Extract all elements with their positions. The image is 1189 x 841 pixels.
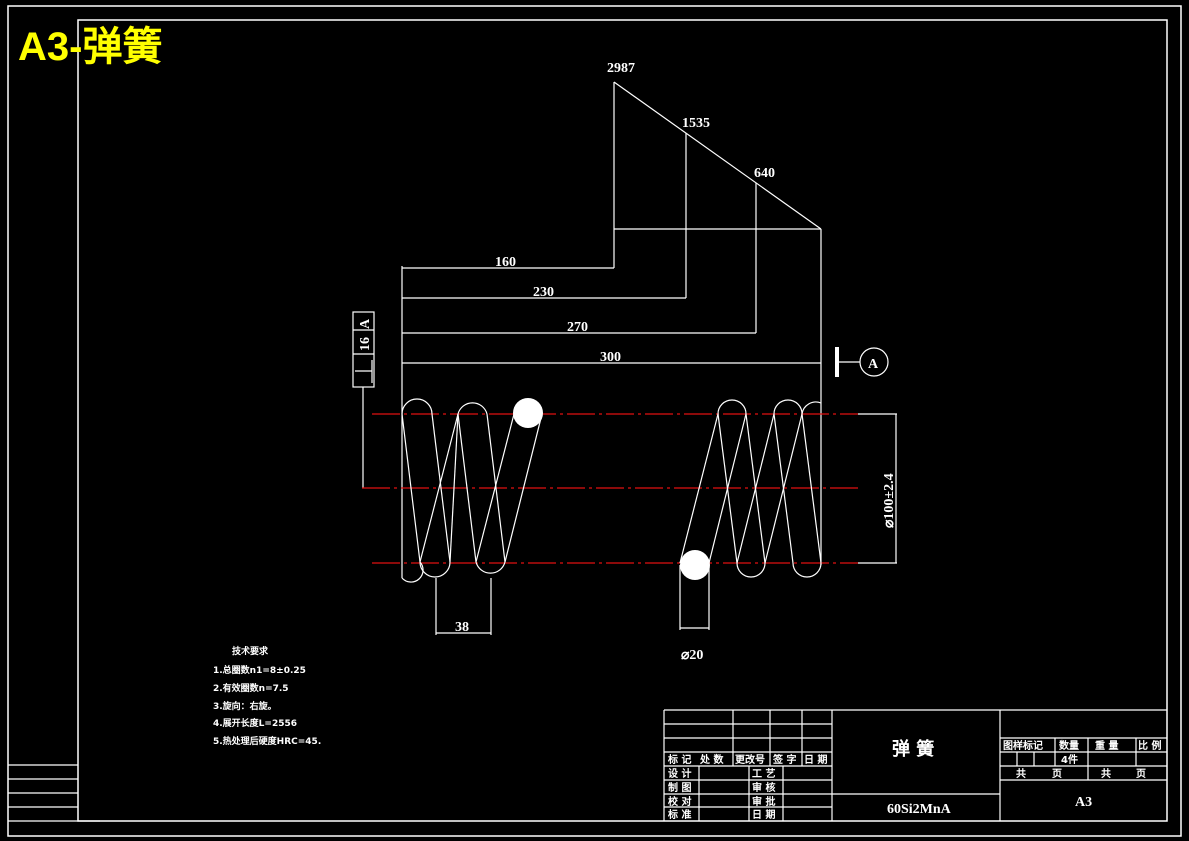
spring-right [679,399,822,578]
tech-item: 3.旋向：右旋。 [213,700,277,712]
perp-value-label: 16 [358,337,373,351]
row-label: 日 期 [752,808,775,821]
material: 60Si2MnA [887,802,952,817]
inner-border [77,19,1168,822]
force-label-1: 2987 [607,61,635,76]
rev-header: 日 期 [804,753,827,766]
sheets-total-label: 共 [1016,767,1026,780]
perp-datum-label: A [358,318,373,329]
rev-header: 签 字 [772,753,796,766]
pitch-dimension: 38 [435,578,492,635]
rev-header: 处 数 [699,753,724,766]
force-label-3: 640 [754,166,775,181]
sheet-label: 页 [1052,768,1062,780]
pitch-label: 38 [455,620,469,635]
spring-left [401,398,543,583]
rev-header: 标 记 [667,753,691,766]
datum-a-symbol: A [835,347,889,377]
title-block: 标 记 处 数 更改号 签 字 日 期 设 计 制 图 校 对 标 准 工 艺 … [663,709,1167,821]
outer-diameter-dimension: ⌀100±2.4 [858,413,897,564]
part-name: 弹 簧 [892,738,934,760]
datum-label: A [868,357,879,372]
row-label: 制 图 [668,781,691,794]
wire-section-top [513,398,543,428]
length-label-300: 300 [600,350,621,365]
drawing-title: A3-弹簧 [18,25,162,69]
tech-item: 2.有效圈数n=7.5 [213,682,289,694]
wire-diameter-label: ⌀20 [681,648,703,663]
perpendicularity-frame: A 16 [352,311,375,488]
force-label-2: 1535 [682,116,710,131]
row-label: 校 对 [668,795,691,808]
info-header: 数量 [1059,739,1079,752]
row-label: 工 艺 [752,767,775,780]
row-label: 审 核 [752,781,775,794]
row-label: 标 准 [667,808,691,821]
sheets-total-label-2: 共 [1101,767,1111,780]
wire-section-bottom [680,550,710,580]
sheet-size: A3 [1075,795,1092,810]
force-diagram: 2987 1535 640 [607,61,822,565]
tech-item: 4.展开长度L=2556 [213,717,297,729]
tech-item: 1.总圈数n1=8±0.25 [213,664,306,676]
sheet-label-2: 页 [1136,768,1146,780]
length-label-160: 160 [495,255,516,270]
tech-requirements: 技术要求 1.总圈数n1=8±0.25 2.有效圈数n=7.5 3.旋向：右旋。… [213,645,321,747]
quantity-value: 4件 [1061,753,1078,766]
length-label-270: 270 [567,320,588,335]
info-header: 比 例 [1138,739,1161,752]
wire-diameter-dimension: ⌀20 [679,565,710,663]
row-label: 设 计 [668,767,691,780]
info-header: 图样标记 [1003,739,1043,752]
outer-diameter-label: ⌀100±2.4 [882,473,897,528]
binding-strip [8,764,100,822]
info-header: 重 量 [1095,739,1118,752]
length-label-230: 230 [533,285,554,300]
tech-item: 5.热处理后硬度HRC=45. [213,735,321,747]
row-label: 审 批 [752,795,775,808]
rev-header: 更改号 [735,753,765,766]
tech-heading: 技术要求 [232,645,269,657]
centerlines [362,413,858,564]
length-dimensions: 160 230 270 300 [401,255,821,578]
outer-border [7,5,1182,837]
